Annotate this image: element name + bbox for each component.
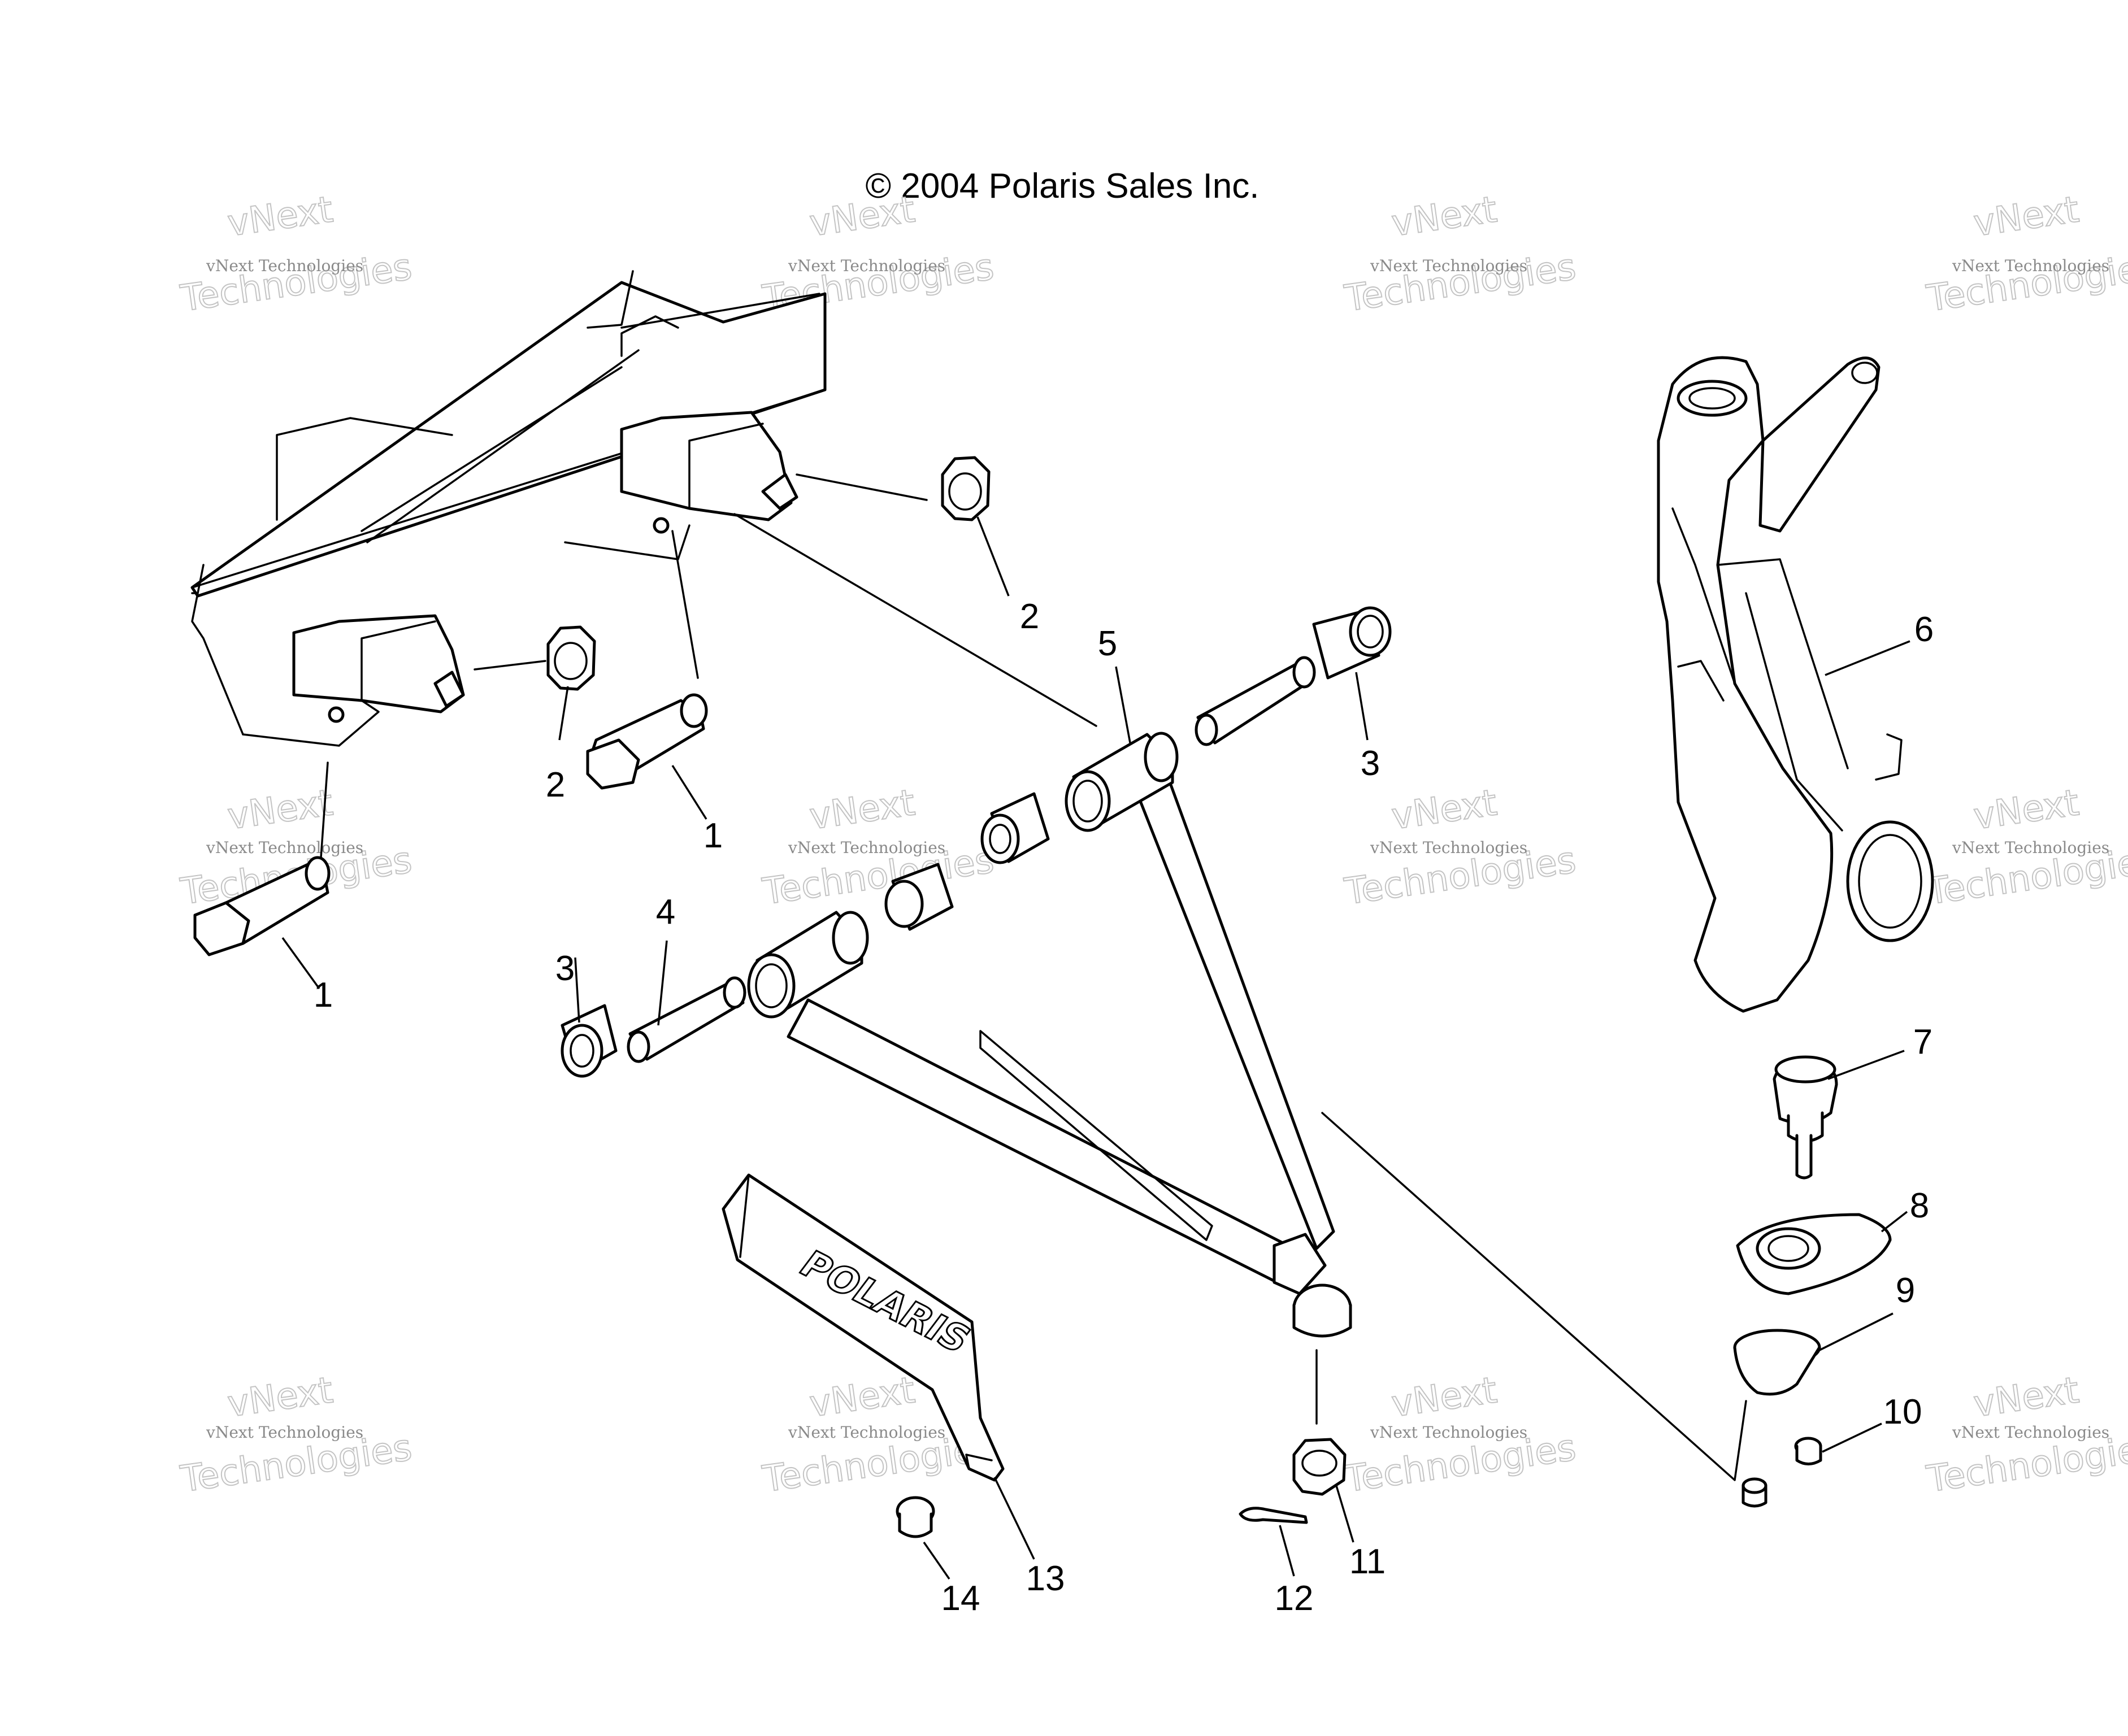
watermark-large-top: vNext <box>807 782 917 838</box>
watermark: vNext Technologies <box>1923 188 2128 320</box>
spacer-tube-upper[interactable] <box>1195 656 1316 746</box>
watermark-small: vNext Technologies <box>788 256 945 275</box>
watermark-large-top: vNext <box>1389 1369 1499 1425</box>
watermark: vNext Technologies <box>1341 188 1579 320</box>
watermark-large-top: vNext <box>1971 1369 2081 1425</box>
dash-line <box>1321 1112 1747 1481</box>
callout-1-lower: 1 <box>314 976 333 1015</box>
watermark-large-top: vNext <box>1389 189 1499 245</box>
cotter-pin[interactable] <box>1239 1507 1308 1524</box>
nut-lower[interactable] <box>546 625 596 691</box>
callout-2-upper: 2 <box>1020 597 1039 636</box>
nut-upper[interactable] <box>941 456 991 521</box>
watermark-small: vNext Technologies <box>1370 1423 1527 1442</box>
bushing-lower-left[interactable] <box>561 1004 618 1078</box>
callout-10: 10 <box>1883 1393 1922 1432</box>
watermark-small: vNext Technologies <box>1952 838 2109 857</box>
bolt-middle[interactable] <box>586 693 708 790</box>
callout-14: 14 <box>941 1579 980 1618</box>
callout-3-upper: 3 <box>1361 744 1380 783</box>
copyright-text: © 2004 Polaris Sales Inc. <box>865 167 1259 206</box>
callout-9: 9 <box>1896 1271 1915 1310</box>
retainer-plate[interactable] <box>1736 1213 1892 1295</box>
callout-5: 5 <box>1098 624 1117 663</box>
callout-13: 13 <box>1026 1559 1065 1598</box>
callout-2-lower: 2 <box>546 765 565 804</box>
spacer-tube-lower[interactable] <box>627 976 746 1063</box>
watermark-large-top: vNext <box>225 189 335 245</box>
small-bolt-right[interactable] <box>1794 1437 1822 1465</box>
small-bolt-lower[interactable] <box>1742 1477 1767 1508</box>
watermark-large-top: vNext <box>1389 782 1499 838</box>
flange-bolt[interactable] <box>896 1496 935 1538</box>
watermark-small: vNext Technologies <box>788 838 945 857</box>
dash-line <box>474 660 546 671</box>
watermark-small: vNext Technologies <box>206 1423 363 1442</box>
callout-6: 6 <box>1914 610 1934 649</box>
frame-assembly <box>190 270 827 747</box>
callout-11: 11 <box>1349 1542 1386 1581</box>
watermark-large-top: vNext <box>807 189 917 245</box>
watermark: vNext Technologies <box>177 188 415 320</box>
watermark-large-top: vNext <box>1971 782 2081 838</box>
watermark-small: vNext Technologies <box>1952 256 2109 275</box>
dash-line <box>796 473 928 501</box>
watermark-small: vNext Technologies <box>206 838 363 857</box>
castle-nut[interactable] <box>1292 1438 1347 1496</box>
bushing-mid-small[interactable] <box>980 792 1050 864</box>
callout-1-middle: 1 <box>703 816 723 855</box>
dash-line <box>671 530 699 679</box>
watermark-small: vNext Technologies <box>206 256 363 275</box>
watermark-large-top: vNext <box>807 1369 917 1425</box>
callout-4: 4 <box>656 893 675 932</box>
callout-12: 12 <box>1275 1579 1314 1618</box>
ball-joint[interactable] <box>1773 1055 1838 1180</box>
watermark-large-top: vNext <box>225 1369 335 1425</box>
callout-3-lower: 3 <box>555 949 575 988</box>
boot-seal[interactable] <box>1733 1329 1821 1396</box>
dash-line <box>733 513 1097 727</box>
watermark-small: vNext Technologies <box>1370 256 1527 275</box>
a-arm[interactable] <box>747 732 1352 1338</box>
callout-labels: 2 2 1 1 5 3 6 3 4 7 8 9 10 13 14 11 12 <box>314 597 1934 1618</box>
watermark-small: vNext Technologies <box>1370 838 1527 857</box>
watermark-large-top: vNext <box>225 782 335 838</box>
callout-8: 8 <box>1910 1186 1929 1225</box>
watermark-large-top: vNext <box>1971 189 2081 245</box>
watermark-small: vNext Technologies <box>1952 1423 2109 1442</box>
callout-7: 7 <box>1913 1023 1932 1061</box>
bushing-left-mid[interactable] <box>884 863 954 931</box>
bushing-upper[interactable] <box>1312 606 1392 680</box>
spindle-knuckle[interactable] <box>1657 356 1934 1013</box>
leader-lines <box>281 516 1910 1580</box>
bolt-lower-left[interactable] <box>193 856 331 956</box>
watermark-small: vNext Technologies <box>788 1423 945 1442</box>
